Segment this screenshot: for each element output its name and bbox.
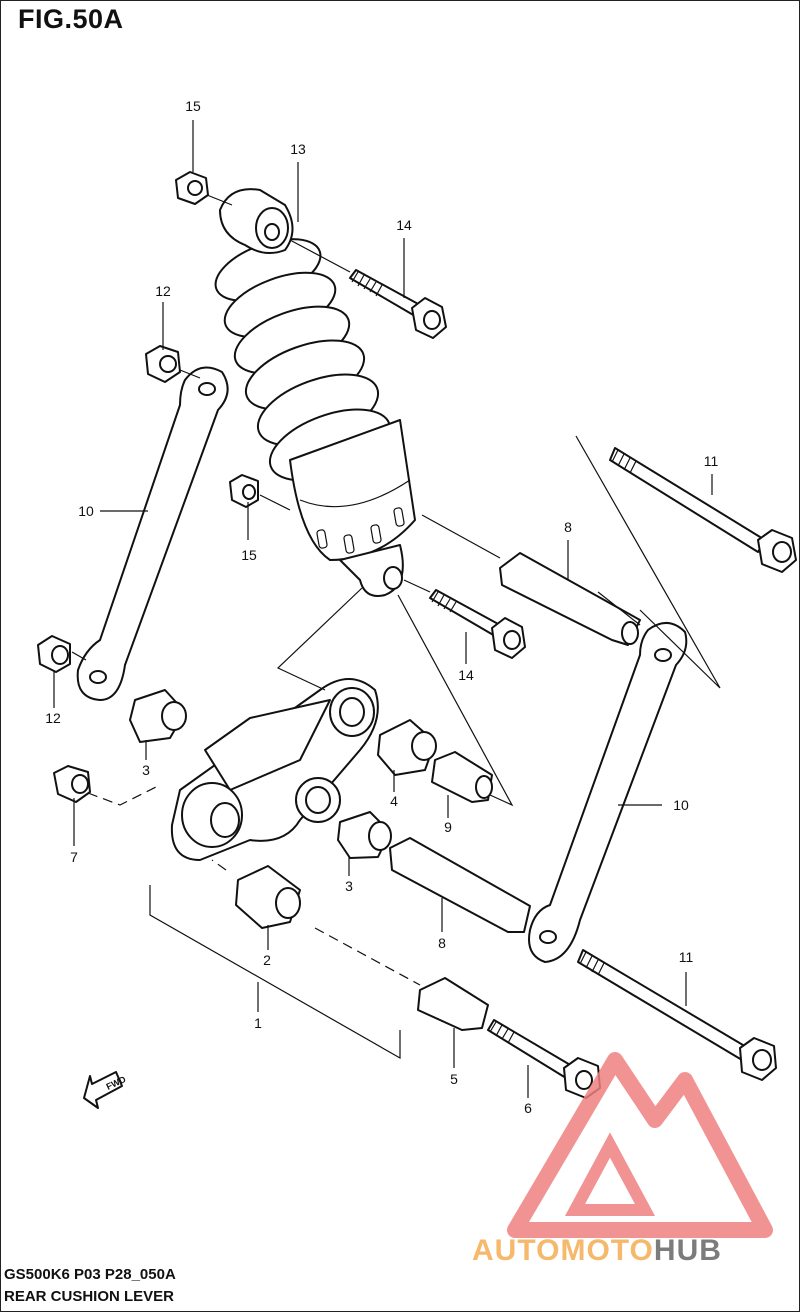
nut-7: [53, 765, 91, 803]
watermark-text-part2: HUB: [653, 1234, 722, 1267]
callout-13: 13: [290, 141, 306, 157]
watermark-text-part1: AUTOMOTO: [472, 1234, 654, 1267]
rear-shock-absorber: [214, 188, 416, 597]
callout-10-right: 10: [673, 797, 689, 813]
callout-2: 2: [263, 952, 271, 968]
callout-12-lower: 12: [45, 710, 61, 726]
nut-12-lower: [37, 635, 71, 673]
callout-9: 9: [444, 819, 452, 835]
callout-5: 5: [450, 1071, 458, 1087]
callout-4: 4: [390, 793, 398, 809]
callout-11-lower: 11: [679, 949, 694, 965]
automotohub-logo: [507, 1052, 773, 1238]
callout-8-lower: 8: [438, 935, 446, 951]
callout-12-top: 12: [155, 283, 171, 299]
bushing-3-lower: [337, 811, 392, 859]
callout-10-left: 10: [78, 503, 94, 519]
nut-12-top: [145, 345, 181, 383]
bolt-11-upper: [609, 447, 797, 573]
callout-7: 7: [70, 849, 78, 865]
spacer-9: [431, 751, 493, 803]
callout-11-upper: 11: [704, 453, 719, 469]
cushion-rod-left: [76, 366, 229, 701]
bushing-2: [235, 865, 301, 929]
fwd-arrow-icon: FWD: [83, 1071, 128, 1109]
shaft-8-lower: [389, 837, 531, 933]
watermark-text: AUTOMOTOHUB: [472, 1234, 722, 1268]
callout-3-upper: 3: [142, 762, 150, 778]
cushion-lever: [170, 678, 379, 861]
bushing-4: [377, 719, 437, 776]
callout-3-lower: 3: [345, 878, 353, 894]
bolt-11-lower: [577, 949, 777, 1081]
callout-1: 1: [254, 1015, 262, 1031]
callouts: 15 13 14 12 10 15 8 11 14 12 3 4 9 10 7 …: [45, 98, 718, 1116]
nut-15-middle: [229, 474, 259, 508]
spacer-5: [417, 977, 489, 1031]
leader-lines: [53, 120, 713, 1098]
callout-8-upper: 8: [564, 519, 572, 535]
callout-14-lower: 14: [458, 667, 474, 683]
callout-15-top: 15: [185, 98, 201, 114]
diagram-name: REAR CUSHION LEVER: [4, 1288, 175, 1305]
bolt-14-lower: [429, 589, 526, 659]
nut-15-top: [175, 171, 209, 205]
figure-title: FIG.50A: [18, 4, 124, 34]
bolt-14-upper: [349, 269, 447, 339]
callout-15-middle: 15: [241, 547, 257, 563]
callout-6: 6: [524, 1100, 532, 1116]
assembly-lines: [71, 194, 721, 1060]
diagram-code: GS500K6 P03 P28_050A: [4, 1266, 176, 1283]
shaft-8-upper: [499, 552, 641, 646]
cushion-rod-right: [528, 622, 688, 963]
bushing-3-upper: [129, 689, 187, 743]
callout-14-upper: 14: [396, 217, 412, 233]
